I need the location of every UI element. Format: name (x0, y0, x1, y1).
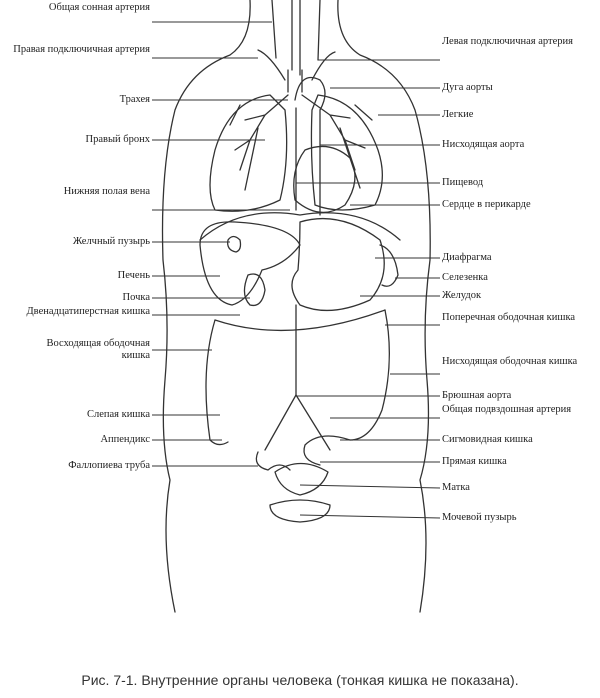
fallopian-tube (255, 451, 291, 471)
label-bladder: Мочевой пузырь (442, 512, 517, 523)
diaphragm (199, 212, 401, 241)
label-trachea: Трахея (119, 94, 150, 105)
transverse-colon (214, 309, 386, 332)
label-ascending-colon: Восходящая ободочная кишка (46, 338, 150, 361)
label-kidney: Почка (122, 292, 150, 303)
label-inferior-vena-cava: Нижняя полая вена (63, 186, 150, 197)
ascending-colon (205, 319, 229, 446)
label-common-carotid-artery: Общая сонная артерия (48, 2, 150, 13)
label-gallbladder: Желчный пузырь (72, 236, 150, 247)
gallbladder (227, 235, 242, 253)
body-outline (161, 0, 251, 613)
sigmoid-colon (303, 435, 351, 466)
label-lungs: Легкие (442, 109, 474, 120)
label-appendix: Аппендикс (100, 434, 150, 445)
label-right-bronchus: Правый бронх (85, 134, 150, 145)
uterus (274, 462, 329, 496)
subclavian-arteries (257, 49, 336, 81)
heart (293, 145, 356, 213)
label-common-iliac-artery: Общая подвздошная артерия (442, 404, 572, 415)
label-sigmoid-colon: Сигмовидная кишка (442, 434, 533, 445)
right-lung (209, 94, 288, 212)
label-descending-aorta: Нисходящая аорта (442, 139, 525, 150)
carotid-artery (271, 0, 321, 76)
label-rectum: Прямая кишка (442, 456, 507, 467)
label-stomach: Желудок (442, 290, 482, 301)
figure-caption: Рис. 7-1. Внутренние органы человека (то… (81, 672, 519, 688)
label-abdominal-aorta: Брюшная аорта (442, 390, 512, 401)
label-diaphragm: Диафрагма (442, 252, 492, 263)
body-outline-right (337, 0, 431, 613)
stomach (291, 217, 385, 312)
label-duodenum: Двенадцатиперстная кишка (26, 306, 150, 317)
label-fallopian-tube: Фаллопиева труба (68, 460, 150, 471)
left-bronchus (301, 94, 373, 189)
label-right-subclavian-artery: Правая подключичная артерия (13, 44, 150, 55)
label-descending-colon: Нисходящая ободочная кишка (442, 356, 578, 367)
liver (199, 221, 301, 306)
label-left-subclavian-artery: Левая подключичная артерия (442, 36, 573, 47)
aortic-arch (294, 76, 326, 216)
label-aortic-arch: Дуга аорты (442, 82, 493, 93)
label-liver: Печень (117, 270, 150, 281)
descending-colon (349, 309, 390, 441)
label-uterus: Матка (442, 482, 470, 493)
label-esophagus: Пищевод (442, 177, 484, 188)
label-transverse-colon: Поперечная ободочная кишка (442, 312, 576, 323)
left-lung (310, 94, 383, 211)
label-heart-in-pericardium: Сердце в перикарде (442, 199, 531, 210)
spleen (379, 244, 399, 287)
kidney (243, 273, 266, 307)
label-spleen: Селезенка (442, 272, 488, 283)
label-cecum: Слепая кишка (86, 409, 150, 420)
iliac-arteries (264, 394, 331, 451)
bladder (269, 499, 331, 523)
